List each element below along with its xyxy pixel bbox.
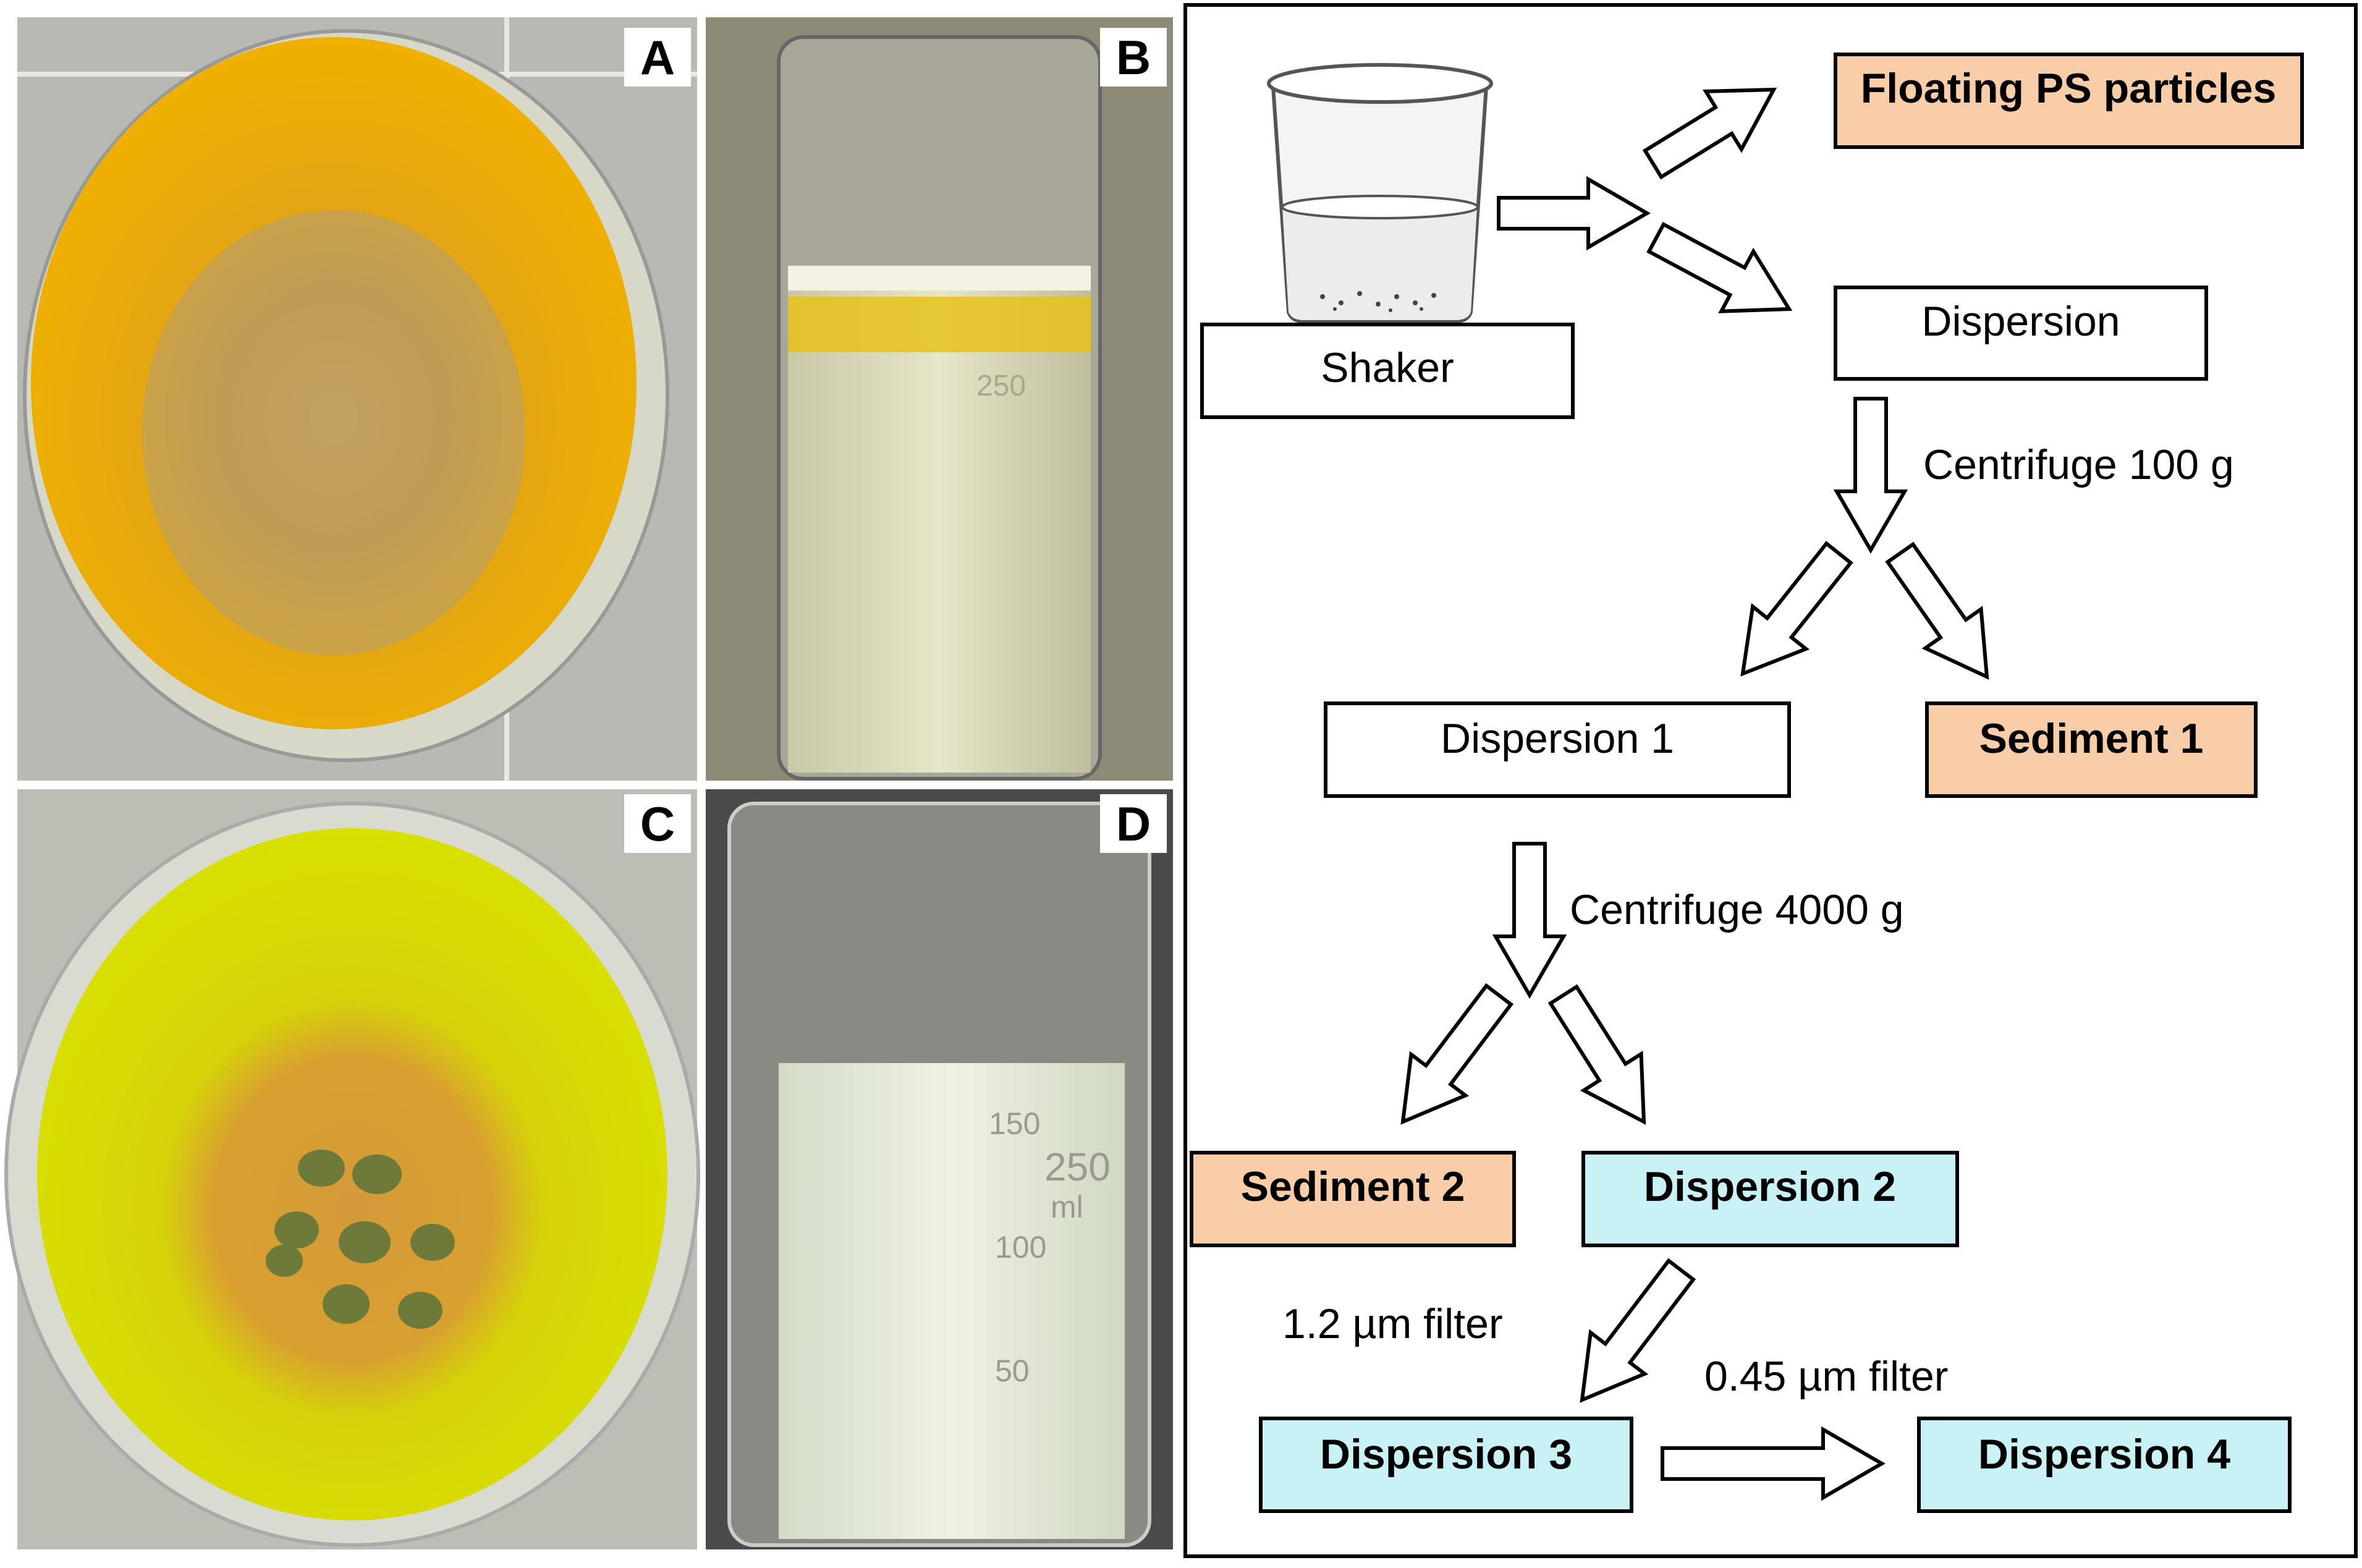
dispersion-2-label: Dispersion 2 <box>1644 1163 1896 1210</box>
dispersion-box: Dispersion <box>1834 286 2208 381</box>
dispersion-3-label: Dispersion 3 <box>1320 1431 1572 1478</box>
arrow-dispersion-down <box>1833 397 1908 554</box>
dispersion-1-box: Dispersion 1 <box>1324 701 1791 798</box>
panel-label-d: D <box>1100 794 1167 853</box>
beaker-icon <box>1267 63 1493 323</box>
beaker-mark-d-150: 150 <box>989 1106 1040 1141</box>
arrow-dispersion-2-to-3 <box>1580 1258 1696 1403</box>
dispersion-2-box: Dispersion 2 <box>1581 1151 1959 1247</box>
centrifuge-100-label: Centrifuge 100 g <box>1923 441 2234 488</box>
shaker-box: Shaker <box>1200 323 1575 419</box>
beaker-scale-d-ml: ml <box>1051 1190 1083 1224</box>
photo-d: 150 100 50 250 ml <box>706 789 1173 1549</box>
dispersion-4-label: Dispersion 4 <box>1978 1431 2230 1478</box>
filter-0-45-label: 0.45 µm filter <box>1704 1353 1948 1400</box>
dispersion-3-box: Dispersion 3 <box>1259 1417 1633 1513</box>
arrow-to-dispersion <box>1646 221 1793 313</box>
filter-1-2-label: 1.2 µm filter <box>1282 1300 1503 1347</box>
panel-letter-a: A <box>640 30 675 85</box>
panel-letter-d: D <box>1116 797 1151 851</box>
pellets <box>266 1150 455 1329</box>
sediment-1-box: Sediment 1 <box>1925 701 2258 798</box>
beaker-mark-b-250: 250 <box>976 370 1026 402</box>
flow-arrows <box>1400 87 1989 1501</box>
photo-a <box>17 17 697 781</box>
arrow-3-to-4 <box>1661 1426 1886 1501</box>
arrow-shaker-to-split <box>1497 176 1651 251</box>
panel-label-c: C <box>624 794 691 853</box>
diagram-frame <box>1183 3 2358 1558</box>
floating-box: Floating PS particles <box>1834 53 2304 149</box>
arrow-to-dispersion-1 <box>1740 541 1853 677</box>
arrow-to-dispersion-2 <box>1547 984 1646 1125</box>
dispersion-4-box: Dispersion 4 <box>1917 1417 2292 1513</box>
panel-letter-b: B <box>1116 30 1151 85</box>
shaker-label: Shaker <box>1321 344 1454 391</box>
beaker-mark-d-50: 50 <box>995 1354 1030 1388</box>
arrow-to-sediment-1 <box>1885 541 1989 680</box>
sediment-1-label: Sediment 1 <box>1979 715 2204 762</box>
photo-panels: 150 100 50 250 ml 250 A B C D <box>4 17 1173 1549</box>
sediment-2-label: Sediment 2 <box>1241 1163 1465 1210</box>
panel-label-b: B <box>1100 28 1167 87</box>
arrow-to-sediment-2 <box>1400 983 1514 1125</box>
panel-label-a: A <box>624 28 691 87</box>
beaker-scale-d-250: 250 <box>1044 1145 1111 1189</box>
sediment-2-box: Sediment 2 <box>1190 1151 1516 1247</box>
dispersion-label: Dispersion <box>1921 298 2120 345</box>
arrow-to-floating <box>1642 87 1777 180</box>
arrow-dispersion-1-down <box>1492 842 1567 999</box>
dispersion-1-label: Dispersion 1 <box>1441 715 1674 762</box>
photo-c <box>4 789 700 1549</box>
centrifuge-4000-label: Centrifuge 4000 g <box>1570 886 1904 933</box>
panel-letter-c: C <box>640 797 675 851</box>
beaker-mark-d-100: 100 <box>995 1230 1046 1265</box>
floating-label: Floating PS particles <box>1861 65 2277 112</box>
photo-b <box>706 17 1173 781</box>
